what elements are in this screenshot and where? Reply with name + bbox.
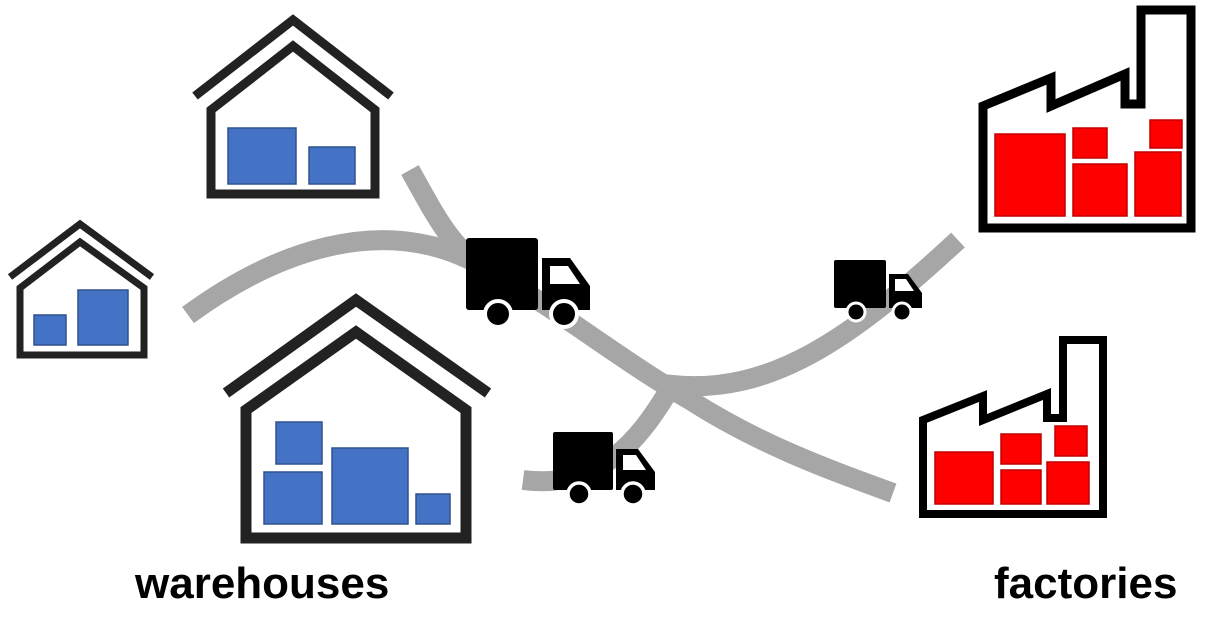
factories-label: factories: [994, 559, 1178, 608]
warehouses-label: warehouses: [135, 559, 390, 608]
warehouse-box: [331, 447, 409, 525]
factory-box: [994, 133, 1066, 217]
factory-box: [1054, 425, 1088, 457]
factory-box: [1046, 461, 1090, 505]
warehouse-icon: [222, 293, 492, 544]
warehouse-icon: [7, 219, 155, 359]
factory-box: [1149, 119, 1183, 149]
truck-icon: [466, 238, 590, 329]
factory-box: [1134, 151, 1182, 217]
truck-icon: [553, 432, 655, 507]
factory-box: [1072, 127, 1108, 159]
warehouse-box: [275, 421, 323, 465]
warehouse-box: [77, 289, 129, 346]
factory-box: [1000, 469, 1042, 505]
warehouse-box: [415, 493, 451, 525]
warehouse-box: [227, 127, 297, 185]
factory-icon: [978, 5, 1196, 233]
truck-icon: [834, 260, 922, 323]
factory-box: [934, 451, 994, 505]
warehouse-icon: [192, 14, 394, 199]
warehouse-box: [263, 471, 323, 525]
warehouse-box: [33, 314, 67, 346]
factory-box: [1000, 433, 1042, 465]
factory-box: [1072, 163, 1128, 217]
warehouse-box: [308, 146, 356, 185]
factory-icon: [919, 336, 1107, 518]
